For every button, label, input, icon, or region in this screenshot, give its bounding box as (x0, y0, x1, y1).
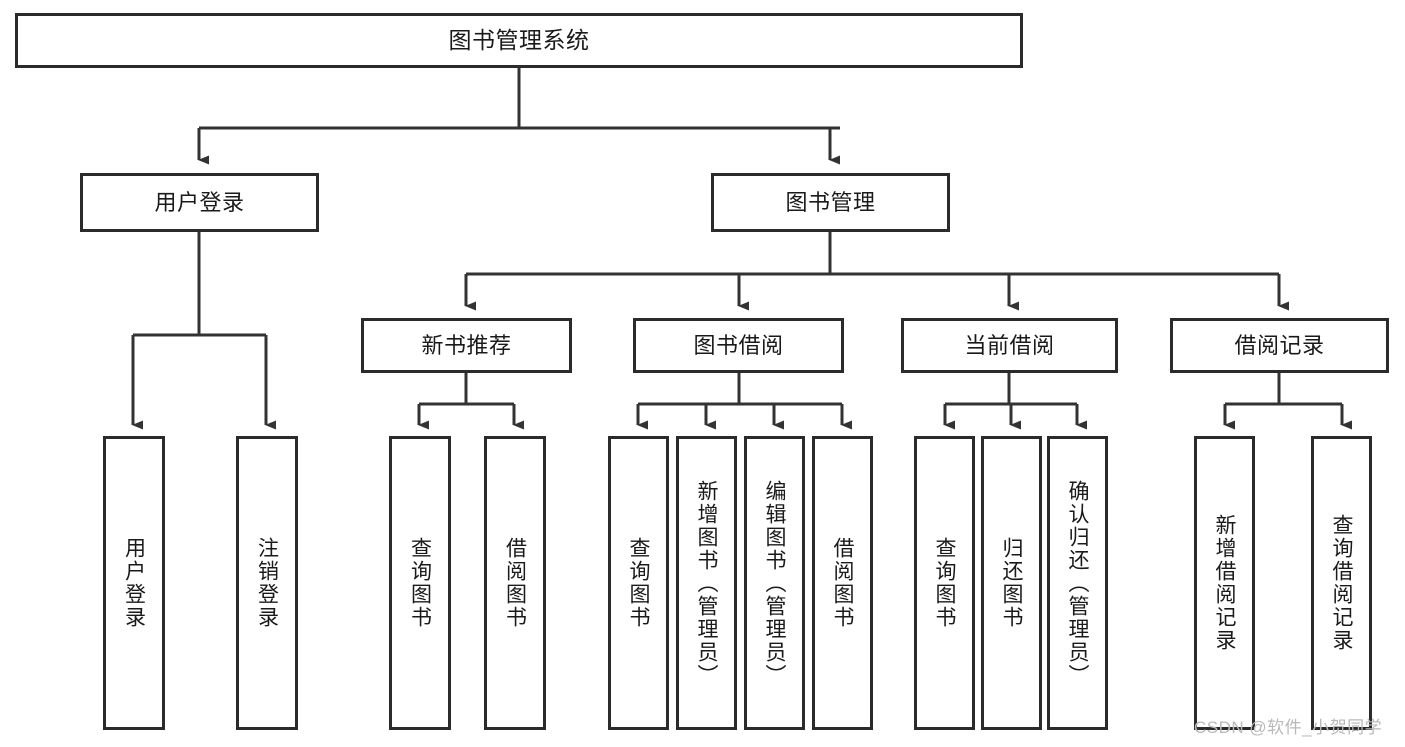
node-leaf-add-record[interactable]: 新增借阅记录 (1194, 436, 1255, 730)
node-current-borrow[interactable]: 当前借阅 (901, 318, 1118, 373)
node-borrow-record[interactable]: 借阅记录 (1170, 318, 1389, 373)
node-label: 查询图书 (627, 537, 650, 629)
node-leaf-add-book[interactable]: 新增图书（管理员） (676, 436, 737, 730)
node-leaf-borrow-book-1[interactable]: 借阅图书 (484, 436, 546, 730)
node-leaf-user-login[interactable]: 用户登录 (103, 436, 165, 730)
node-book-manage[interactable]: 图书管理 (711, 173, 950, 232)
node-label: 查询借阅记录 (1330, 514, 1353, 652)
node-user-login[interactable]: 用户登录 (80, 173, 319, 232)
node-book-borrow[interactable]: 图书借阅 (633, 318, 844, 373)
node-label: 用户登录 (122, 537, 146, 629)
node-label: 新增图书（管理员） (695, 479, 718, 687)
node-leaf-confirm-return[interactable]: 确认归还（管理员） (1047, 436, 1108, 730)
node-label: 查询图书 (933, 537, 956, 629)
node-root-system[interactable]: 图书管理系统 (15, 13, 1023, 68)
node-label: 新增借阅记录 (1213, 514, 1236, 652)
node-label: 用户登录 (154, 189, 245, 215)
node-leaf-edit-book[interactable]: 编辑图书（管理员） (744, 436, 805, 730)
node-label: 注销登录 (255, 537, 279, 629)
node-label: 借阅图书 (831, 537, 854, 629)
node-label: 当前借阅 (964, 332, 1055, 358)
node-label: 图书管理系统 (448, 26, 590, 53)
node-label: 新书推荐 (421, 332, 512, 358)
node-label: 图书借阅 (693, 332, 784, 358)
node-label: 编辑图书（管理员） (763, 479, 786, 687)
node-new-book-recommend[interactable]: 新书推荐 (361, 318, 572, 373)
node-label: 归还图书 (1000, 537, 1023, 629)
node-label: 借阅图书 (503, 537, 527, 629)
watermark-text: CSDN @软件_小贺同学 (1194, 718, 1383, 737)
node-leaf-logout[interactable]: 注销登录 (236, 436, 298, 730)
node-label: 查询图书 (408, 537, 432, 629)
node-leaf-query-book-1[interactable]: 查询图书 (389, 436, 451, 730)
node-leaf-query-book-3[interactable]: 查询图书 (914, 436, 975, 730)
node-leaf-return-book[interactable]: 归还图书 (981, 436, 1042, 730)
node-label: 确认归还（管理员） (1066, 479, 1089, 687)
node-label: 图书管理 (785, 189, 876, 215)
node-label: 借阅记录 (1234, 332, 1325, 358)
node-leaf-query-book-2[interactable]: 查询图书 (608, 436, 669, 730)
node-leaf-query-record[interactable]: 查询借阅记录 (1311, 436, 1372, 730)
node-leaf-borrow-book-2[interactable]: 借阅图书 (812, 436, 873, 730)
